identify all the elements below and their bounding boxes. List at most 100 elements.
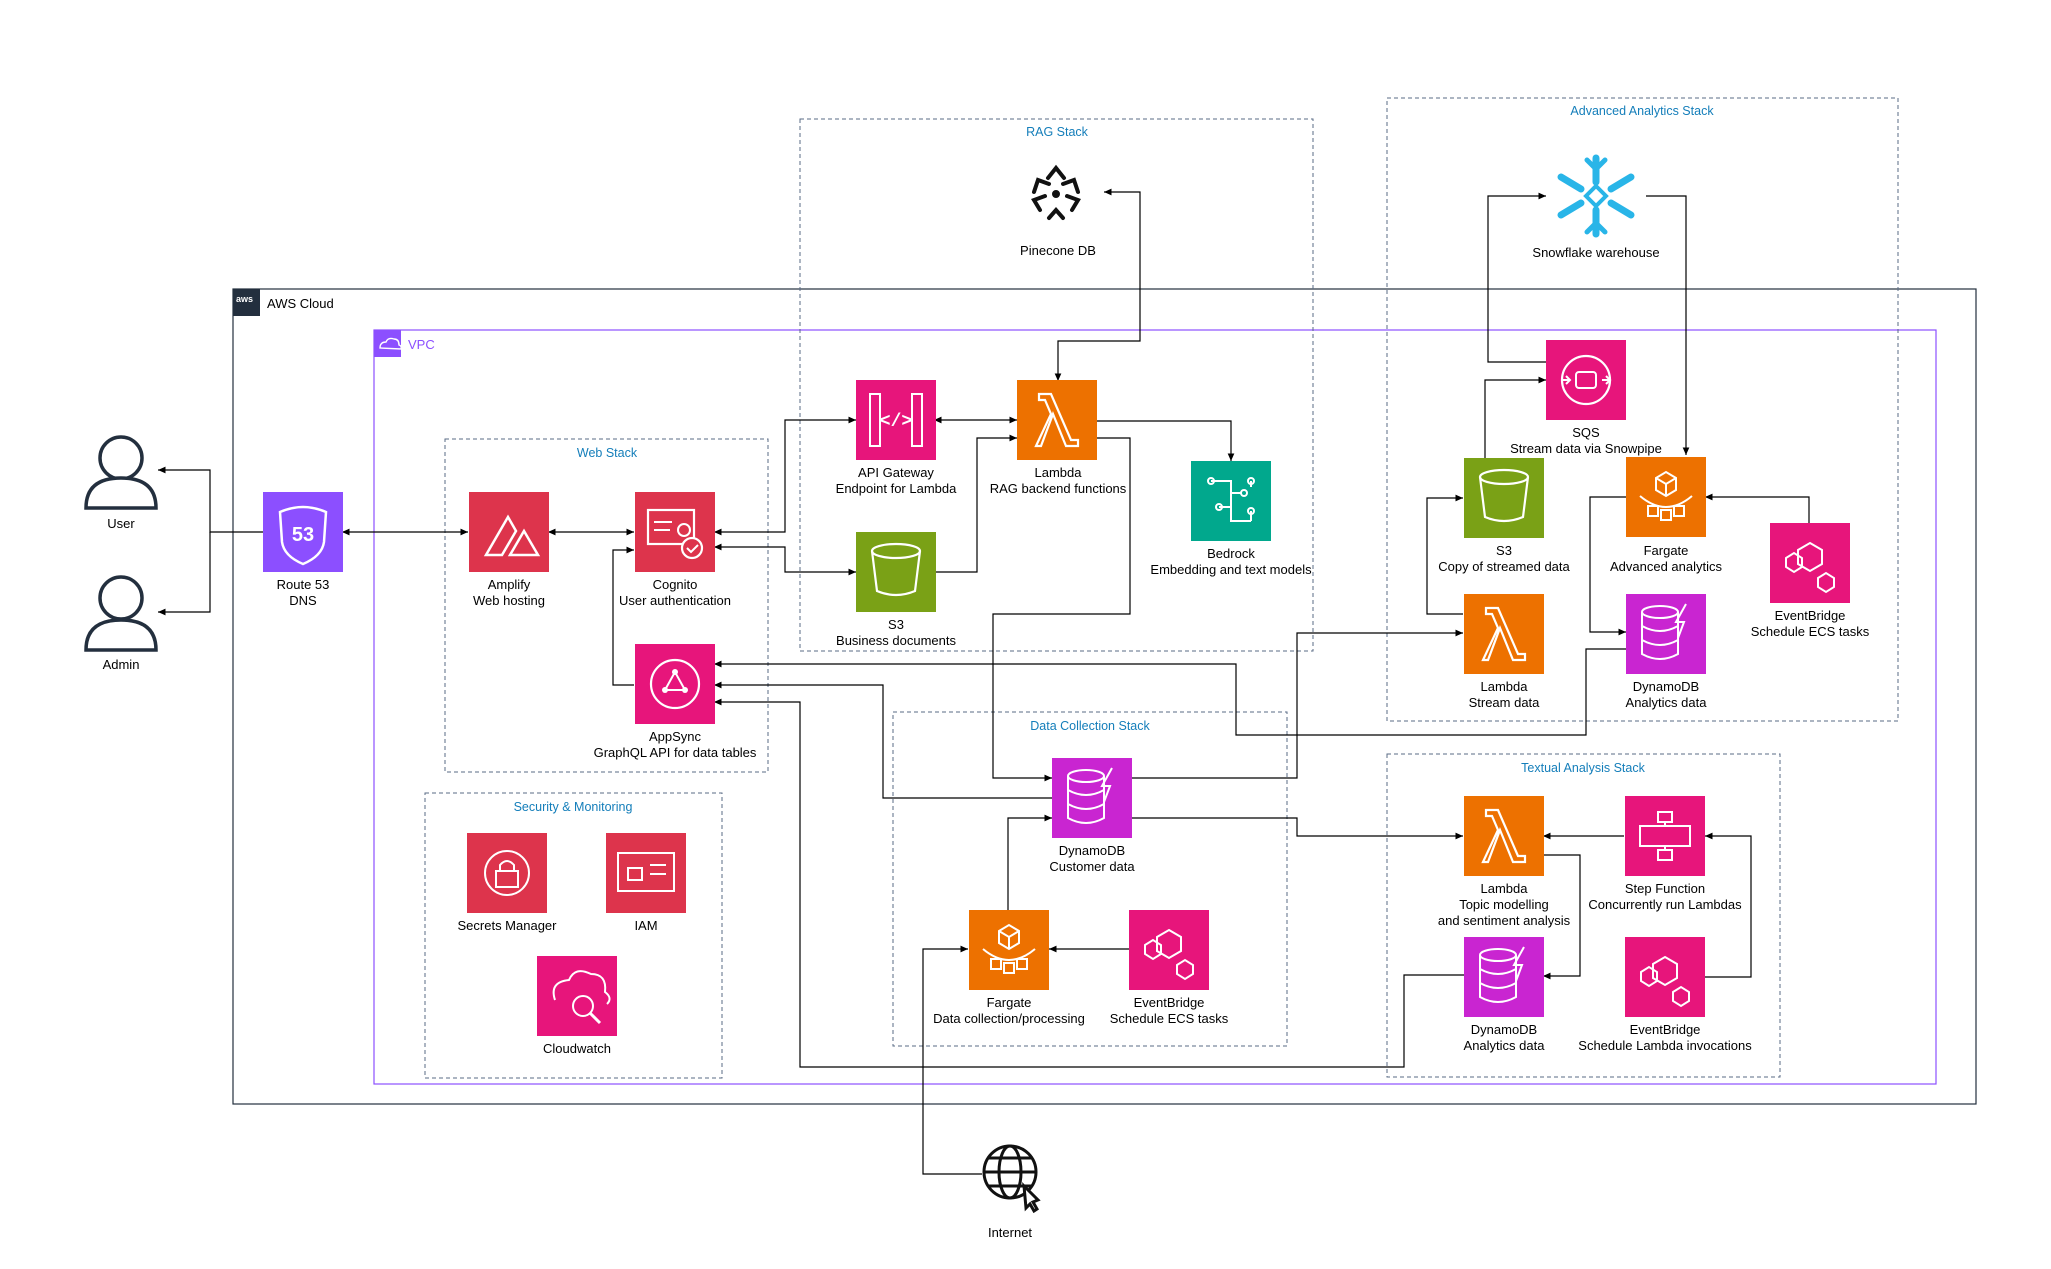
- web-stack-group: [444, 438, 769, 773]
- aws-cloud-group: [232, 288, 1977, 1105]
- edge-s3-sqs: [1484, 376, 1546, 458]
- appsync-icon: [635, 644, 715, 724]
- edge-fargate-adv-dynamo: [1589, 496, 1626, 636]
- amplify-icon: [469, 492, 549, 572]
- lambda-stream-icon: [1464, 594, 1544, 674]
- iam-label[interactable]: IAM: [634, 918, 658, 933]
- internet-icon: [982, 1144, 1041, 1214]
- route53-icon: [263, 492, 343, 572]
- svg-text:</>: </>: [880, 412, 912, 432]
- edge-lambda-pinecone: [1054, 188, 1141, 381]
- edge-lambda-stream-s3: [1426, 494, 1463, 615]
- edge-admin-route53: [158, 532, 211, 616]
- advanced-analytics-group: [1386, 97, 1899, 722]
- snowflake-icon: [1557, 154, 1635, 238]
- aws-logo: aws: [236, 294, 254, 304]
- edge-eventbridge-step: [1705, 832, 1752, 978]
- edge-internet-fargate: [922, 945, 982, 1175]
- edge-snowflake-fargate-adv: [1646, 195, 1690, 455]
- edge-eventbridge-adv-fargate: [1705, 493, 1810, 523]
- eventbridge-dc-icon: [1129, 910, 1209, 990]
- user-icon: [84, 435, 158, 510]
- aws-cloud-title: AWS Cloud: [267, 296, 334, 311]
- cloudwatch-label[interactable]: Cloudwatch: [543, 1041, 611, 1056]
- rag-stack-title: RAG Stack: [1026, 125, 1088, 139]
- data-collection-title: Data Collection Stack: [1030, 719, 1150, 733]
- data-collection-group: [892, 711, 1288, 1047]
- secrets-manager-icon: [467, 833, 547, 913]
- eventbridge-adv-icon: [1770, 523, 1850, 603]
- svg-text:53: 53: [292, 524, 314, 546]
- textual-analysis-group: [1386, 753, 1781, 1078]
- dynamo-textual-icon: [1464, 937, 1544, 1017]
- lambda-rag-icon: [1017, 380, 1097, 460]
- secrets-manager-label[interactable]: Secrets Manager: [457, 918, 557, 933]
- vpc-group: [373, 329, 1937, 1085]
- lambda-topic-icon: [1464, 796, 1544, 876]
- s3-business-icon: [856, 532, 936, 612]
- dynamo-customer-icon: [1052, 758, 1132, 838]
- aws-logo-badge: [233, 289, 260, 316]
- rag-stack-group: [799, 118, 1314, 652]
- textual-analysis-title: Textual Analysis Stack: [1521, 761, 1645, 775]
- snowflake-label[interactable]: Snowflake warehouse: [1532, 245, 1660, 260]
- user-label[interactable]: User: [107, 516, 135, 531]
- step-function-icon: [1625, 796, 1705, 876]
- edge-lambda-dynamo-customer: [992, 437, 1131, 782]
- edge-user-route53: [158, 466, 263, 533]
- edge-cognito-s3: [714, 543, 856, 576]
- edge-cognito-apigw: [714, 416, 856, 536]
- edge-lambda-topic-dynamo: [1543, 854, 1581, 980]
- edge-dynamo-customer-lambda-stream: [1130, 629, 1463, 779]
- iam-icon: [606, 833, 686, 913]
- advanced-analytics-title: Advanced Analytics Stack: [1570, 104, 1714, 118]
- vpc-cloud-icon: [379, 337, 402, 350]
- edge-s3-lambda: [935, 434, 1017, 573]
- edge-sqs-snowflake: [1487, 192, 1546, 363]
- edge-dynamo-customer-lambda-topic: [1130, 817, 1463, 840]
- s3-stream-icon: [1464, 458, 1544, 538]
- internet-label[interactable]: Internet: [987, 1225, 1033, 1240]
- admin-label[interactable]: Admin: [102, 657, 140, 672]
- edge-appsync-cognito: [612, 546, 634, 686]
- dynamo-adv-icon: [1626, 594, 1706, 674]
- vpc-badge: [374, 330, 401, 357]
- sqs-icon: [1546, 340, 1626, 420]
- eventbridge-textual-icon: [1625, 937, 1705, 1017]
- vpc-title: VPC: [408, 337, 435, 352]
- pinecone-icon: [1031, 164, 1081, 220]
- security-monitoring-group: [424, 792, 723, 1079]
- web-stack-title: Web Stack: [576, 446, 638, 460]
- cloudwatch-icon: [537, 956, 617, 1036]
- edge-lambda-bedrock: [1096, 420, 1235, 461]
- edge-dynamo-customer-appsync: [714, 681, 1052, 799]
- edge-dynamo-textual-appsync: [714, 698, 1464, 1068]
- edge-dynamo-adv-appsync: [714, 648, 1626, 736]
- admin-icon: [84, 575, 158, 652]
- pinecone-label[interactable]: Pinecone DB: [1020, 243, 1096, 258]
- edge-fargate-dc-dynamo: [1007, 814, 1052, 911]
- security-monitoring-title: Security & Monitoring: [513, 800, 633, 814]
